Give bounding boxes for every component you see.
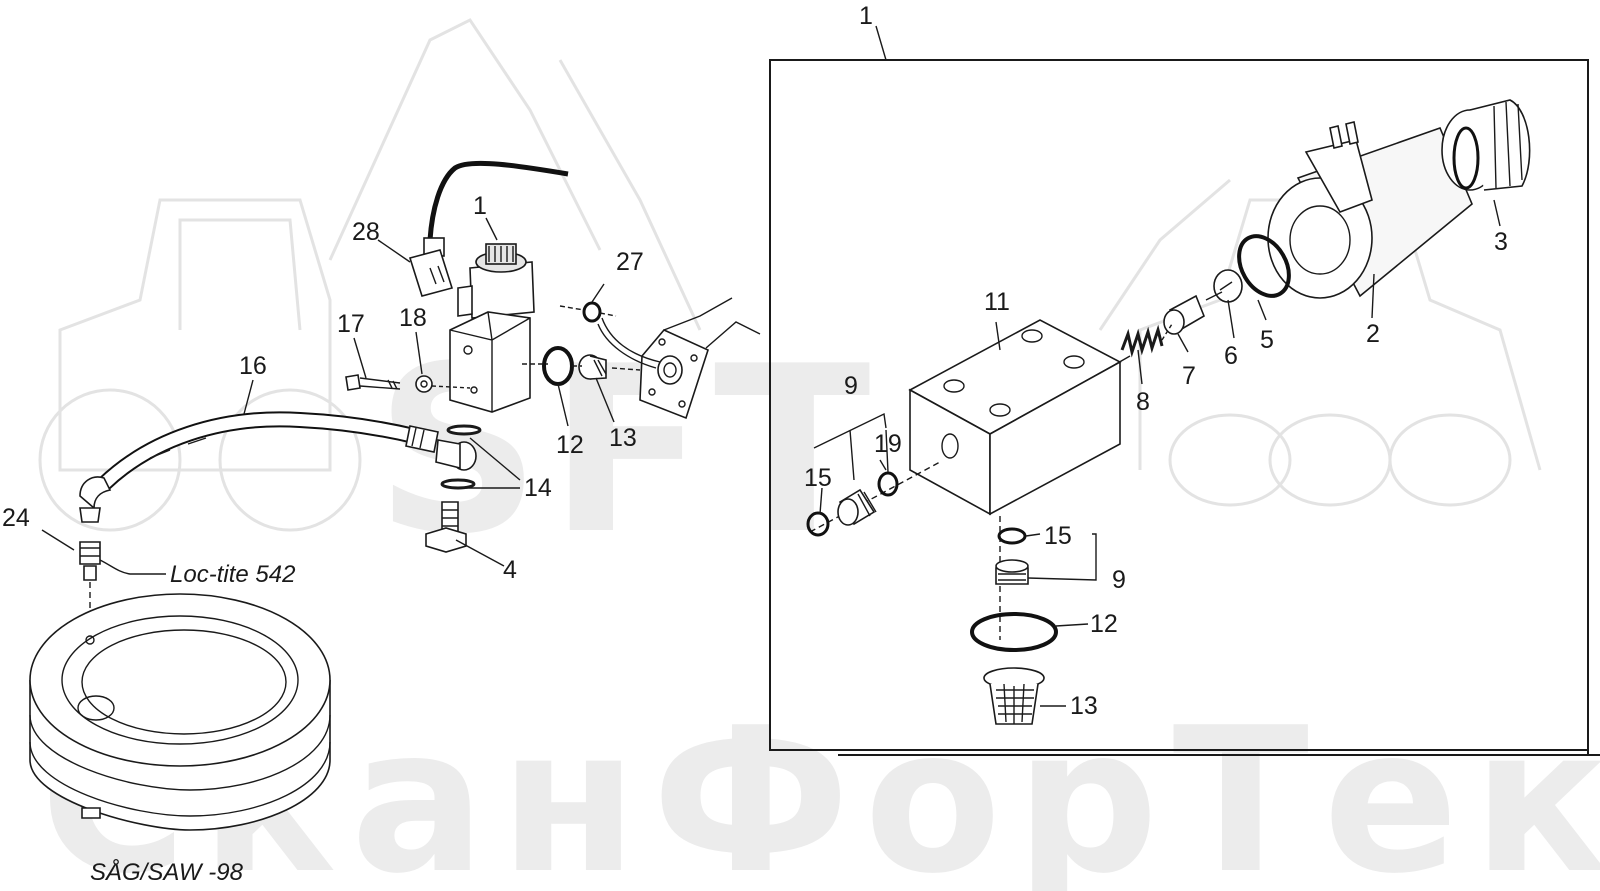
valve-block (908, 319, 1131, 640)
filter-13 (578, 354, 607, 380)
callout-14: 14 (524, 474, 552, 502)
solenoid-valve (449, 243, 535, 413)
cartridge-bottom (970, 527, 1058, 725)
callout-27: 27 (616, 248, 644, 276)
o-ring-15-left (806, 511, 830, 537)
callout-13: 13 (609, 424, 637, 452)
callout-24: 24 (2, 504, 30, 532)
left-leader-lines (41, 217, 615, 575)
filter-13-detail (983, 667, 1045, 725)
callout-8: 8 (1136, 388, 1150, 416)
spring (1120, 323, 1173, 358)
callout-16: 16 (239, 352, 267, 380)
callout-4: 4 (503, 556, 517, 584)
cartridge-left (806, 461, 941, 537)
callout-1: 1 (473, 192, 487, 220)
detail-leader-lines (813, 199, 1501, 707)
detail-frame (769, 59, 1589, 751)
detail-box: 1 (769, 2, 1600, 756)
o-ring-15-bottom (997, 527, 1027, 545)
callout-15-left: 15 (804, 464, 832, 492)
plunger (1163, 291, 1223, 335)
model-label: SÅG/SAW -98 (90, 858, 244, 886)
callout-6: 6 (1224, 342, 1238, 370)
callout-19: 19 (874, 430, 902, 458)
coil-nut (1441, 99, 1531, 191)
callout-7: 7 (1182, 362, 1196, 390)
seal-washer-14-bottom (440, 478, 476, 490)
callout-5: 5 (1260, 326, 1274, 354)
callout-9-bottom: 9 (1112, 566, 1126, 594)
callout-13-detail: 13 (1070, 692, 1098, 720)
o-ring-5 (1237, 234, 1291, 298)
o-ring-12-detail (970, 612, 1058, 652)
seal-washer-14-top (446, 424, 482, 436)
mounting-plate (597, 297, 761, 420)
callout-17: 17 (337, 310, 365, 338)
detail-group-callout: 1 (859, 2, 873, 30)
washer-6 (1213, 269, 1243, 303)
bolt-and-washer (345, 374, 471, 393)
callout-15-bottom: 15 (1044, 522, 1072, 550)
saw-disc (29, 593, 331, 831)
connector-plug (408, 237, 454, 297)
o-ring-27 (582, 301, 602, 323)
callout-2: 2 (1366, 320, 1380, 348)
cable (427, 160, 569, 241)
callout-9-left: 9 (844, 372, 858, 400)
left-assembly: 1 28 27 17 18 16 12 13 14 24 4 Loc-tite … (2, 160, 761, 886)
callout-3: 3 (1494, 228, 1508, 256)
callout-28: 28 (352, 218, 380, 246)
callout-18: 18 (399, 304, 427, 332)
callout-12-detail: 12 (1090, 610, 1118, 638)
o-ring-19 (877, 471, 899, 497)
coil (1267, 121, 1473, 299)
hydraulic-hose (79, 411, 477, 523)
loctite-note: Loc-tite 542 (170, 561, 295, 588)
callout-11: 11 (984, 288, 1010, 316)
callout-12: 12 (556, 431, 584, 459)
